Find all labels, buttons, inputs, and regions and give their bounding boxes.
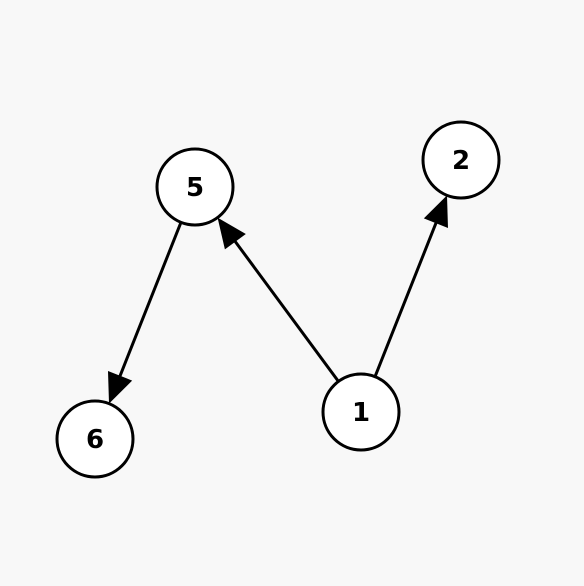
node-6-label: 6 [86, 425, 104, 455]
node-5[interactable]: 5 [155, 147, 235, 227]
edge-1-to-2 [373, 195, 449, 378]
node-6-circle [55, 399, 135, 479]
node-5-circle [155, 147, 235, 227]
edge-5-to-6-line [117, 221, 183, 379]
node-1-label: 1 [352, 398, 370, 428]
node-2-label: 2 [452, 146, 470, 176]
edge-1-to-5 [217, 217, 340, 383]
node-1[interactable]: 1 [321, 372, 401, 452]
node-2-circle [421, 120, 501, 200]
nodes-layer: 5 2 6 1 [55, 120, 501, 479]
edge-1-to-2-line [373, 220, 439, 378]
edge-1-to-2-arrowhead [423, 195, 449, 229]
edge-1-to-5-arrowhead [217, 217, 246, 250]
edges-layer [107, 195, 449, 404]
node-1-circle [321, 372, 401, 452]
node-2[interactable]: 2 [421, 120, 501, 200]
edge-5-to-6 [107, 221, 183, 404]
node-5-label: 5 [186, 173, 204, 203]
edge-1-to-5-line [232, 239, 340, 383]
edge-5-to-6-arrowhead [107, 370, 133, 404]
node-6[interactable]: 6 [55, 399, 135, 479]
